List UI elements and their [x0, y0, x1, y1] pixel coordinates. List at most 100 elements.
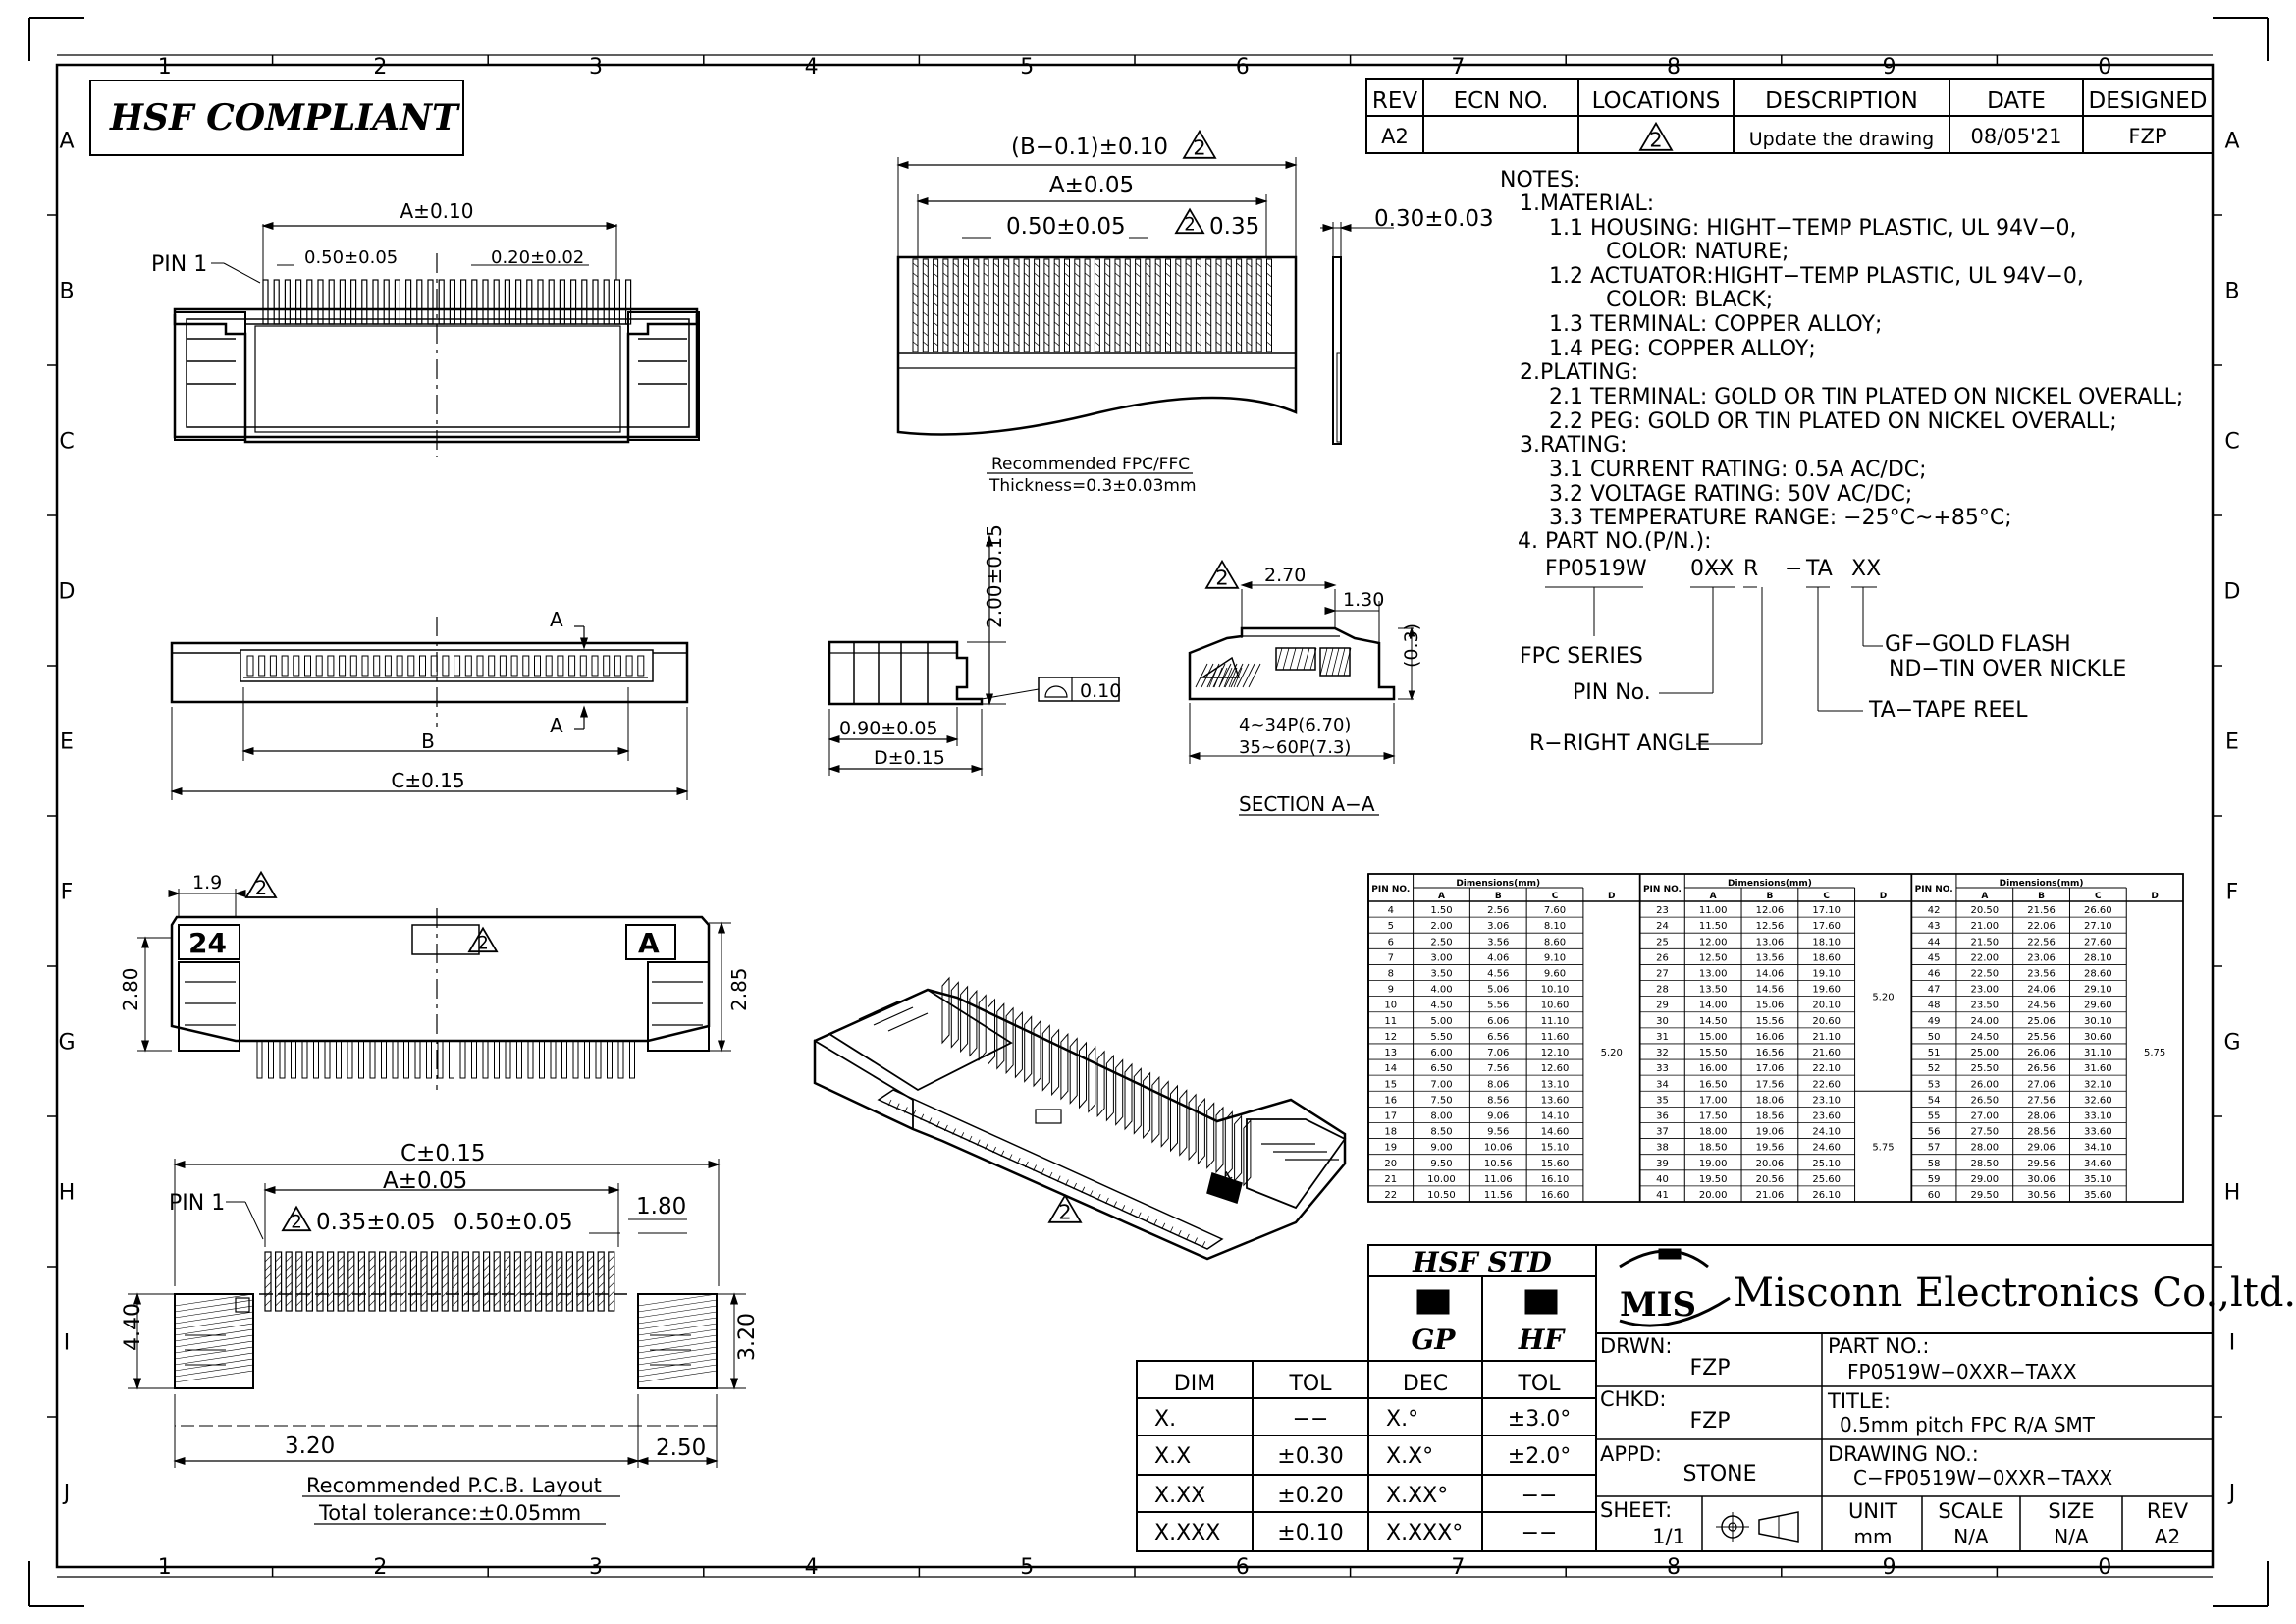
- dim-table-cell: 27.56: [2027, 1095, 2056, 1106]
- dim-table-cell: 18.10: [1812, 937, 1841, 947]
- note-line: 3.2 VOLTAGE RATING: 50V AC/DC;: [1549, 482, 1912, 507]
- dim-table-cell: 33.60: [2084, 1127, 2112, 1138]
- dim-table-cell: 26.60: [2084, 905, 2112, 916]
- zone-row-left: A: [59, 130, 74, 154]
- dim-table-cell: 60: [1928, 1190, 1941, 1201]
- tol-cell: X.°: [1386, 1407, 1418, 1432]
- zone-col-top: 7: [1451, 55, 1465, 80]
- dim-table-cell: 11.00: [1699, 905, 1728, 916]
- hsf-std-title: HSF STD: [1412, 1246, 1552, 1278]
- dim-table-cell: 14.10: [1541, 1110, 1570, 1121]
- note-line: 3.1 CURRENT RATING: 0.5A AC/DC;: [1549, 458, 1927, 482]
- dim-table-cell: 11.56: [1484, 1190, 1513, 1201]
- dim-table-cell: 51: [1928, 1048, 1941, 1058]
- dim-table-cell: 23.56: [2027, 969, 2056, 980]
- dim-table-cell: 10.60: [1541, 1001, 1570, 1011]
- zone-col-bottom: 7: [1451, 1555, 1465, 1580]
- zone-row-left: C: [59, 430, 74, 455]
- tol-header: TOL: [1517, 1372, 1561, 1396]
- dim-table-cell: 26.10: [1812, 1190, 1841, 1201]
- note-line: 2.1 TERMINAL: GOLD OR TIN PLATED ON NICK…: [1549, 385, 2183, 409]
- dim-table-col-header: D: [1880, 892, 1887, 901]
- zone-row-left: D: [59, 580, 76, 605]
- dim-table-col-header: B: [1766, 892, 1773, 901]
- dim-table-cell: 29.00: [1971, 1174, 2000, 1185]
- dim-table-cell: 24.10: [1812, 1127, 1841, 1138]
- dim-table-cell: 8.56: [1487, 1095, 1509, 1106]
- title-label: TITLE:: [1827, 1389, 1891, 1413]
- dim-table-cell: 21.60: [1812, 1048, 1841, 1058]
- part-number-segment: XX: [1851, 557, 1881, 581]
- dim-table-cell: 41: [1656, 1190, 1669, 1201]
- dim-table-cell: 32.10: [2084, 1079, 2112, 1090]
- dim-table-cell: 16.10: [1541, 1174, 1570, 1185]
- dim-table-cell: 12.10: [1541, 1048, 1570, 1058]
- note-line: 2.2 PEG: GOLD OR TIN PLATED ON NICKEL OV…: [1549, 409, 2117, 434]
- dim-table-cell: 30: [1656, 1016, 1669, 1027]
- dim-table-cell: 48: [1928, 1001, 1941, 1011]
- part-number-segment: FP0519W: [1545, 557, 1647, 581]
- zone-col-bottom: 9: [1883, 1555, 1896, 1580]
- dim-table-cell: 24.06: [2027, 985, 2056, 996]
- dim-table-cell: 7.60: [1544, 905, 1566, 916]
- pcb-dim-250: 2.50: [656, 1435, 706, 1461]
- dim-table-cell: 24: [1656, 921, 1669, 932]
- dim-table-cell: 19.50: [1699, 1174, 1728, 1185]
- dim-table-cell: 21: [1384, 1174, 1397, 1185]
- top-dim-a: A±0.10: [400, 199, 474, 223]
- dim-table-cell: 4.06: [1487, 952, 1509, 963]
- dim-table-cell: 16.00: [1699, 1063, 1728, 1074]
- tol-header: TOL: [1288, 1372, 1332, 1396]
- dim-table-cell: 3.06: [1487, 921, 1509, 932]
- dim-table-cell: 26.56: [2027, 1063, 2056, 1074]
- dim-table-cell: 29.10: [2084, 985, 2112, 996]
- dim-table-cell: 8.60: [1544, 937, 1566, 947]
- part-number-segment: TA: [1805, 557, 1833, 581]
- dim-table-cell: 19.60: [1812, 985, 1841, 996]
- dim-table-cell: 46: [1928, 969, 1941, 980]
- dim-table-col-header: D: [2151, 892, 2158, 901]
- dim-table-cell: 55: [1928, 1110, 1941, 1121]
- revision-triangle-mark: 2: [1649, 129, 1662, 152]
- zone-row-right: J: [2227, 1482, 2236, 1506]
- zone-col-bottom: 0: [2098, 1555, 2111, 1580]
- bottom-dim-19: 1.9: [192, 872, 222, 893]
- dim-table-cell: 36: [1656, 1110, 1669, 1121]
- dim-table-dims-header: Dimensions(mm): [2000, 879, 2084, 889]
- dim-table-cell: 27.00: [1971, 1110, 2000, 1121]
- zone-row-right: I: [2229, 1331, 2236, 1356]
- dim-table-cell: 8.50: [1430, 1127, 1452, 1138]
- dim-table-cell: 17.10: [1812, 905, 1841, 916]
- dim-table-cell: 10.00: [1427, 1174, 1456, 1185]
- dim-table-cell: 34: [1656, 1079, 1669, 1090]
- rev-value: A2: [1381, 125, 1409, 148]
- fpc-dim-a: A±0.05: [1049, 173, 1134, 198]
- fpc-dim-thickness: 0.30±0.03: [1374, 206, 1494, 232]
- dim-table-cell: 13.00: [1699, 969, 1728, 980]
- dim-table-cell: 21.00: [1971, 921, 2000, 932]
- fpc-thickness-label: Thickness=0.3±0.03mm: [988, 476, 1197, 496]
- dim-table-cell: 15.56: [1756, 1016, 1785, 1027]
- dim-table-cell: 29.56: [2027, 1159, 2056, 1169]
- note-line: 3.RATING:: [1520, 433, 1628, 458]
- tol-header: DEC: [1403, 1372, 1448, 1396]
- dim-table-cell: 20.00: [1699, 1190, 1728, 1201]
- tol-cell: ±3.0°: [1508, 1407, 1571, 1432]
- pn-right-angle: R−RIGHT ANGLE: [1529, 731, 1710, 756]
- dim-table-cell: 2.00: [1430, 921, 1452, 932]
- dim-table-col-header: A: [1438, 892, 1445, 901]
- zone-row-right: E: [2225, 731, 2239, 755]
- rev-block-value: A2: [2155, 1525, 2180, 1548]
- side-dim-d1: 0.90±0.05: [839, 718, 938, 739]
- dim-table-cell: 9: [1388, 985, 1394, 996]
- dim-table-cell: 18.00: [1699, 1127, 1728, 1138]
- dim-table-cell: 5.00: [1430, 1016, 1452, 1027]
- revision-triangle-mark: 2: [255, 877, 267, 899]
- dim-table-cell: 19: [1384, 1143, 1397, 1154]
- pin24-marker: 24: [188, 927, 227, 959]
- revision-triangle-mark: 2: [477, 933, 489, 953]
- dim-table-d-value: 5.20: [1601, 1048, 1623, 1058]
- zone-row-right: A: [2224, 130, 2239, 154]
- part-number-segment: −: [1708, 557, 1726, 581]
- pcb-tolerance-label: Total tolerance:±0.05mm: [318, 1501, 581, 1525]
